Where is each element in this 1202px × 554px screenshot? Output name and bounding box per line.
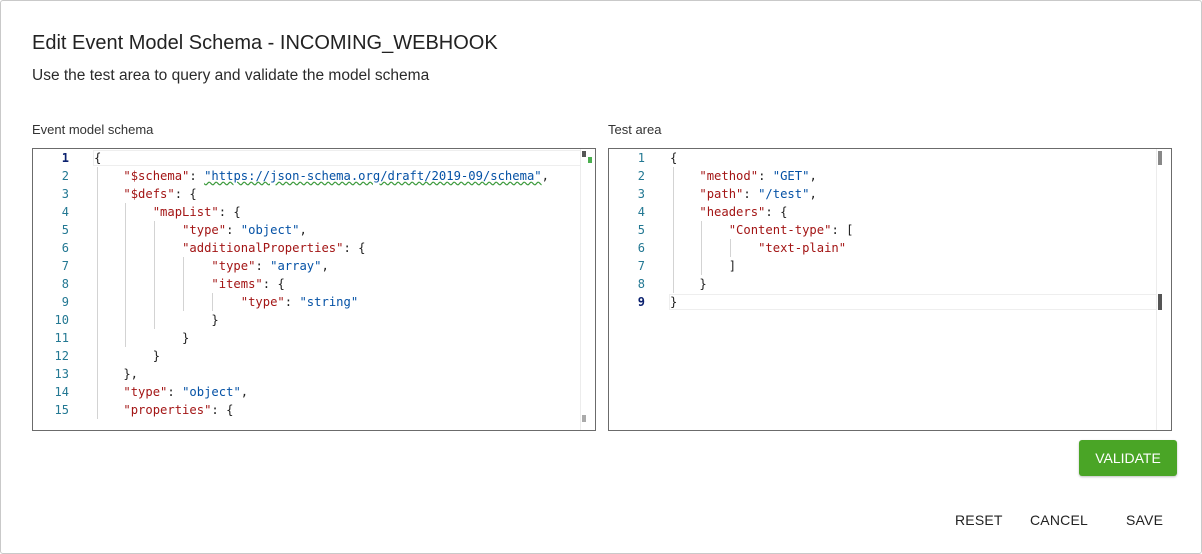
line-number: 8	[637, 277, 645, 291]
code-line: "type": "object",	[123, 385, 249, 399]
cursor-ruler-mark	[582, 151, 586, 157]
cancel-button[interactable]: CANCEL	[1030, 512, 1088, 528]
schema-code[interactable]: { "$schema": "https://json-schema.org/dr…	[94, 149, 581, 430]
line-number: 9	[61, 295, 69, 309]
code-line: },	[94, 367, 139, 381]
line-number: 9	[637, 295, 645, 309]
code-line: "type": "string"	[240, 295, 359, 309]
line-number: 15	[54, 403, 69, 417]
scroll-thumb[interactable]	[1158, 151, 1162, 165]
test-scrollbar[interactable]	[1156, 149, 1171, 430]
code-line: }	[670, 277, 707, 291]
code-line: "path": "/test",	[699, 187, 817, 201]
code-line: "type": "array",	[211, 259, 329, 273]
line-number: 5	[61, 223, 69, 237]
line-number: 6	[61, 241, 69, 255]
line-number: 12	[54, 349, 69, 363]
code-line: "items": {	[211, 277, 285, 291]
warning-ruler-mark	[588, 157, 592, 163]
line-number: 3	[61, 187, 69, 201]
code-line: "$schema": "https://json-schema.org/draf…	[123, 169, 549, 183]
dialog-subtitle: Use the test area to query and validate …	[32, 67, 430, 84]
test-gutter: 1 2 3 4 5 6 7 8 9	[609, 149, 659, 430]
schema-gutter: 1 2 3 4 5 6 7 8 9 10 11 12 13 14 15	[33, 149, 83, 430]
line-number: 5	[637, 223, 645, 237]
reset-button[interactable]: RESET	[955, 512, 1003, 528]
test-code[interactable]: { "method": "GET", "path": "/test", "hea…	[670, 149, 1157, 430]
code-line: "type": "object",	[182, 223, 307, 237]
line-number: 4	[61, 205, 69, 219]
code-line: "Content-type": [	[728, 223, 854, 237]
scroll-thumb[interactable]	[582, 415, 586, 422]
line-number: 4	[637, 205, 645, 219]
code-line: "$defs": {	[123, 187, 197, 201]
code-line: "headers": {	[699, 205, 788, 219]
line-number: 11	[54, 331, 69, 345]
code-line: "text-plain"	[758, 241, 847, 255]
line-number: 8	[61, 277, 69, 291]
dialog-title: Edit Event Model Schema - INCOMING_WEBHO…	[32, 32, 498, 54]
code-line: "properties": {	[123, 403, 234, 417]
schema-panel-label: Event model schema	[32, 122, 154, 137]
line-number: 1	[637, 151, 645, 165]
line-number: 2	[637, 169, 645, 183]
code-line: {	[670, 151, 678, 165]
line-number: 14	[54, 385, 69, 399]
schema-scrollbar[interactable]	[580, 149, 595, 430]
code-line: }	[94, 349, 161, 363]
line-number: 13	[54, 367, 69, 381]
code-line: "mapList": {	[152, 205, 241, 219]
line-number: 6	[637, 241, 645, 255]
line-number: 7	[61, 259, 69, 273]
line-number: 7	[637, 259, 645, 273]
code-line: "method": "GET",	[699, 169, 817, 183]
line-number: 10	[54, 313, 69, 327]
schema-editor[interactable]: 1 2 3 4 5 6 7 8 9 10 11 12 13 14 15 { "$…	[32, 148, 596, 431]
line-number: 2	[61, 169, 69, 183]
line-number: 3	[637, 187, 645, 201]
code-line: "additionalProperties": {	[182, 241, 366, 255]
code-line: }	[670, 295, 678, 309]
cursor-ruler-mark	[1158, 294, 1162, 310]
code-line: }	[94, 331, 190, 345]
code-line: }	[94, 313, 219, 327]
test-editor[interactable]: 1 2 3 4 5 6 7 8 9 { "method": "GET", "pa…	[608, 148, 1172, 431]
test-panel-label: Test area	[608, 122, 662, 137]
line-number: 1	[61, 151, 69, 165]
code-line: ]	[670, 259, 737, 273]
code-line: {	[94, 151, 102, 165]
validate-button[interactable]: VALIDATE	[1079, 440, 1177, 476]
save-button[interactable]: SAVE	[1126, 512, 1164, 528]
